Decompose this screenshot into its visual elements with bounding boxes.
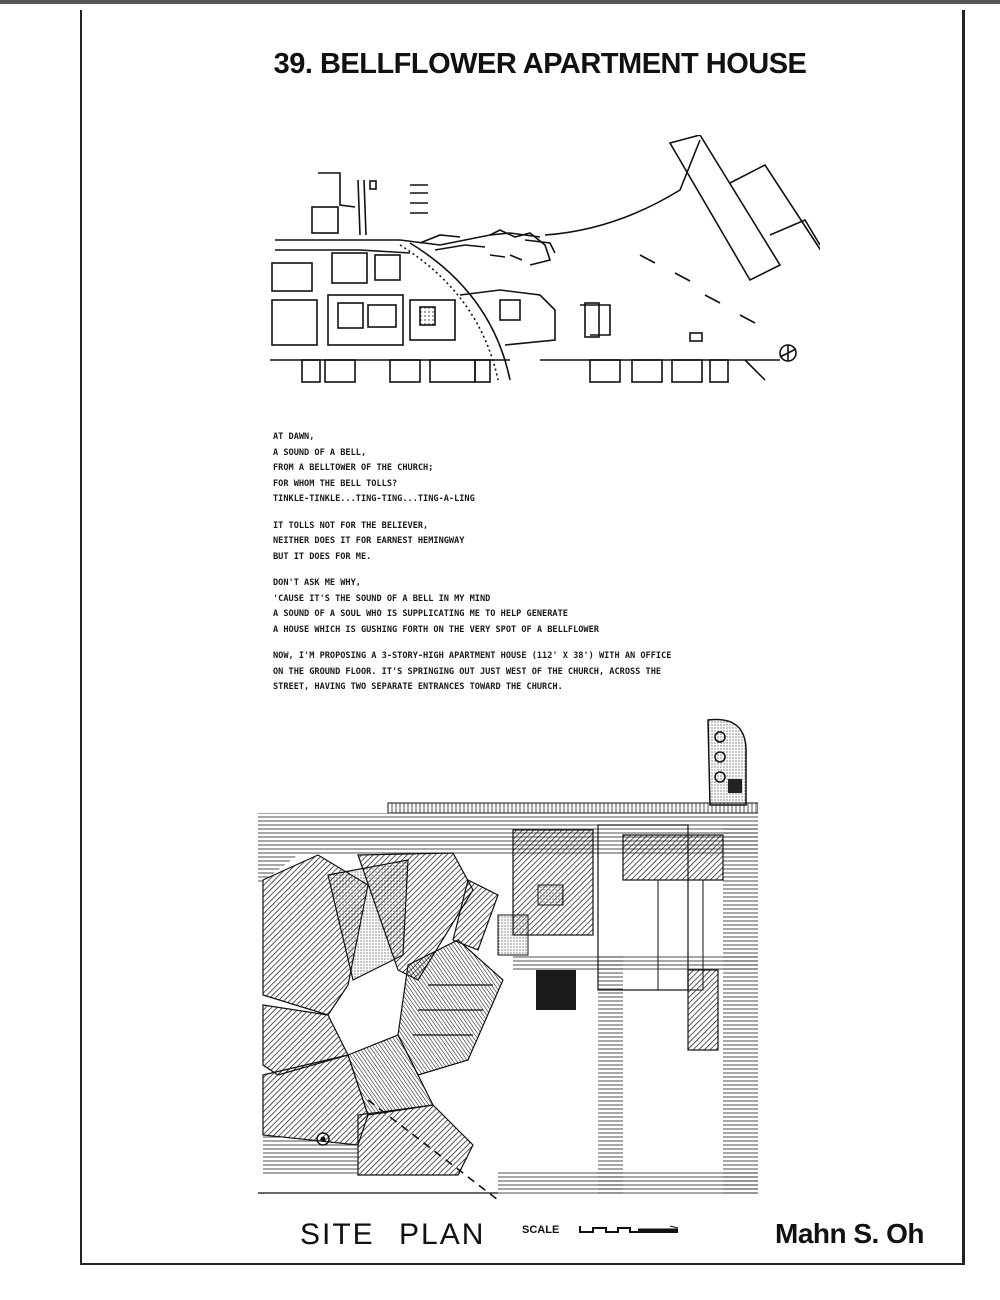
poem-line: 'Cause it's the sound of a bell in my mi… bbox=[273, 593, 491, 604]
poem-line: A sound of a soul who is supplicating me… bbox=[273, 609, 568, 619]
page-top-edge bbox=[0, 0, 1000, 4]
poem-stanza-1: At dawn, A sound of a bell, From a bellt… bbox=[273, 430, 833, 508]
site-plan-drawing bbox=[258, 718, 758, 1201]
scale-bar-graphic bbox=[579, 1225, 679, 1233]
site-plan-label: SITE PLAN bbox=[300, 1218, 486, 1251]
poem-line: For whom the bell tolls? bbox=[273, 478, 398, 489]
poem-line: Neither does it for Earnest Hemingway bbox=[273, 536, 465, 546]
poem-line: But it does for me. bbox=[273, 551, 372, 562]
author-name: Mahn S. Oh bbox=[775, 1218, 925, 1249]
poem-line: It tolls not for the believer, bbox=[273, 520, 429, 531]
sheet-border bbox=[80, 10, 965, 1265]
description-line: Now, I'm proposing a 3-story-high apartm… bbox=[273, 651, 672, 661]
poem-line: A sound of a bell, bbox=[273, 447, 367, 458]
poem-line: Tinkle-tinkle...ting-ting...ting-a-ling bbox=[273, 494, 475, 504]
page-title: 39. BELLFLOWER APARTMENT HOUSE bbox=[273, 48, 807, 80]
scale-label: SCALE bbox=[522, 1224, 560, 1236]
project-description: Now, I'm proposing a 3-story-high apartm… bbox=[273, 649, 833, 696]
description-line: on the ground floor. It's springing out … bbox=[273, 666, 662, 677]
location-map bbox=[270, 135, 820, 383]
poem-line: A house which is gushing forth on the ve… bbox=[273, 624, 599, 635]
poem-text: At dawn, A sound of a bell, From a bellt… bbox=[273, 430, 833, 707]
description-line: street, having two separate entrances to… bbox=[273, 682, 563, 692]
poem-line: Don't ask me why, bbox=[273, 578, 361, 588]
poem-line: From a belltower of the church; bbox=[273, 463, 434, 473]
poem-stanza-3: Don't ask me why, 'Cause it's the sound … bbox=[273, 576, 833, 638]
poem-line: At dawn, bbox=[273, 432, 315, 442]
poem-stanza-2: It tolls not for the believer, Neither d… bbox=[273, 519, 833, 566]
